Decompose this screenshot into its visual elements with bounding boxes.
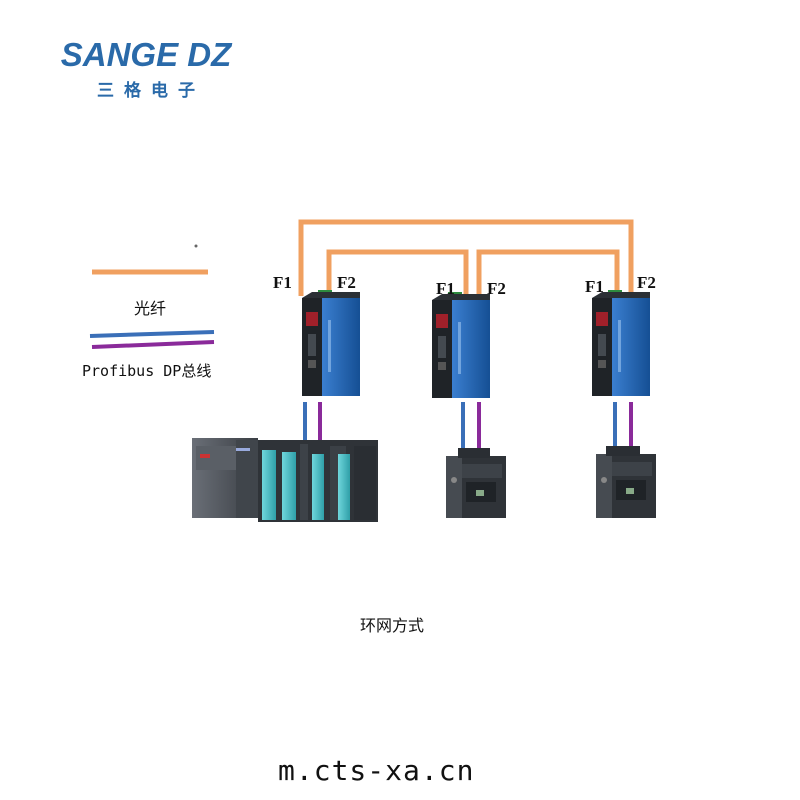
port-label-f2-module-1: F2: [337, 273, 356, 292]
brand-name-cn: 三格电子: [97, 81, 205, 101]
converter-module-2: [432, 292, 490, 398]
port-label-f2-module-3: F2: [637, 273, 656, 292]
brand-logo: SANGE DZ 三格电子: [56, 36, 236, 101]
website-url: m.cts-xa.cn: [278, 754, 475, 787]
plc-compact-3: [596, 446, 656, 518]
legend-dp-lines: [89, 330, 215, 349]
plc-compact-2: [446, 448, 506, 518]
converter-module-1: [302, 290, 360, 396]
port-label-f2-module-2: F2: [487, 279, 506, 298]
plc-rack-master: [192, 438, 378, 522]
fiber-link-2-3: [476, 249, 620, 296]
legend-fiber-label: 光纤: [134, 299, 167, 318]
port-label-f1-module-1: F1: [273, 273, 292, 292]
fiber-outer-loop: [298, 219, 634, 296]
brand-name-en: SANGE DZ: [60, 36, 232, 73]
legend-dp-label: Profibus DP总线: [82, 362, 212, 380]
fiber-links: [298, 219, 634, 296]
dot-mark: [194, 244, 198, 248]
fiber-link-1-2: [326, 249, 469, 296]
port-label-f1-module-2: F1: [436, 279, 455, 298]
diagram-caption: 环网方式: [360, 616, 425, 635]
converter-module-3: [592, 290, 650, 396]
port-label-f1-module-3: F1: [585, 277, 604, 296]
